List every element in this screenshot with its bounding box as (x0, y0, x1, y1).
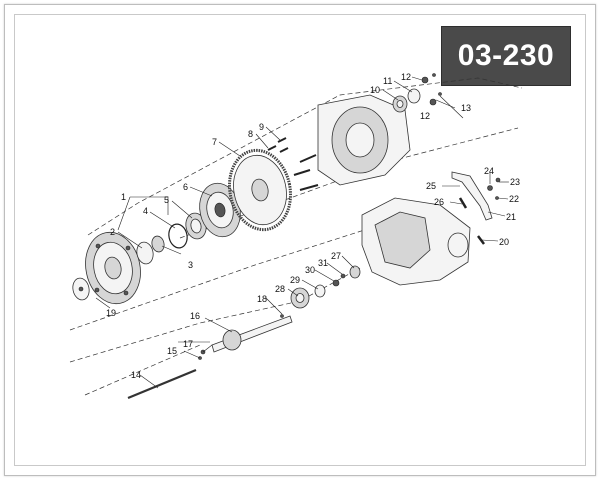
shift-lever (451, 171, 501, 245)
callout-8: 8 (248, 129, 253, 139)
inner-border (14, 14, 586, 466)
callout-24: 24 (484, 166, 494, 176)
push-rod (127, 368, 197, 400)
diaphragm-spring (136, 235, 165, 265)
callout-21: 21 (506, 212, 516, 222)
callout-15: 15 (167, 346, 177, 356)
callout-13: 13 (461, 103, 471, 113)
callout-4: 4 (143, 206, 148, 216)
callout-23: 23 (510, 177, 520, 187)
input-shaft (198, 314, 293, 360)
diagram-code-badge: 03-230 (441, 26, 571, 86)
callout-6: 6 (183, 182, 188, 192)
callout-18: 18 (257, 294, 267, 304)
release-plate (72, 277, 90, 301)
callout-11: 11 (383, 76, 392, 86)
callout-14: 14 (131, 370, 141, 380)
callout-10: 10 (370, 85, 380, 95)
housing-bearings (392, 73, 442, 113)
callout-19: 19 (106, 308, 116, 318)
clutch-housing (293, 94, 411, 191)
callout-9: 9 (259, 122, 264, 132)
callout-12-top: 12 (401, 72, 411, 82)
gearbox-housing (361, 197, 471, 286)
callout-labels: 1 2 3 4 5 6 7 8 9 10 11 12 12 13 14 15 1… (106, 72, 520, 380)
callout-12-bottom: 12 (420, 111, 430, 121)
callout-31: 31 (318, 258, 328, 268)
callout-30: 30 (305, 265, 315, 275)
callout-3: 3 (188, 260, 193, 270)
callout-26: 26 (434, 197, 444, 207)
snap-ring (168, 223, 188, 249)
callout-20: 20 (499, 237, 509, 247)
callout-28: 28 (275, 284, 285, 294)
callout-25: 25 (426, 181, 436, 191)
callout-27: 27 (331, 251, 341, 261)
input-shaft-bearings (290, 265, 361, 309)
callout-7: 7 (212, 137, 217, 147)
outer-border (4, 4, 596, 476)
flywheel-bolts (267, 137, 289, 153)
leader-lines (95, 76, 509, 389)
callout-16: 16 (190, 311, 200, 321)
callout-29: 29 (290, 275, 300, 285)
callout-17: 17 (183, 339, 193, 349)
flywheel (227, 148, 293, 232)
callout-1: 1 (121, 192, 126, 202)
callout-22: 22 (509, 194, 519, 204)
callout-2: 2 (110, 227, 115, 237)
callout-5: 5 (164, 195, 169, 205)
clutch-pressure-plate (85, 231, 141, 305)
